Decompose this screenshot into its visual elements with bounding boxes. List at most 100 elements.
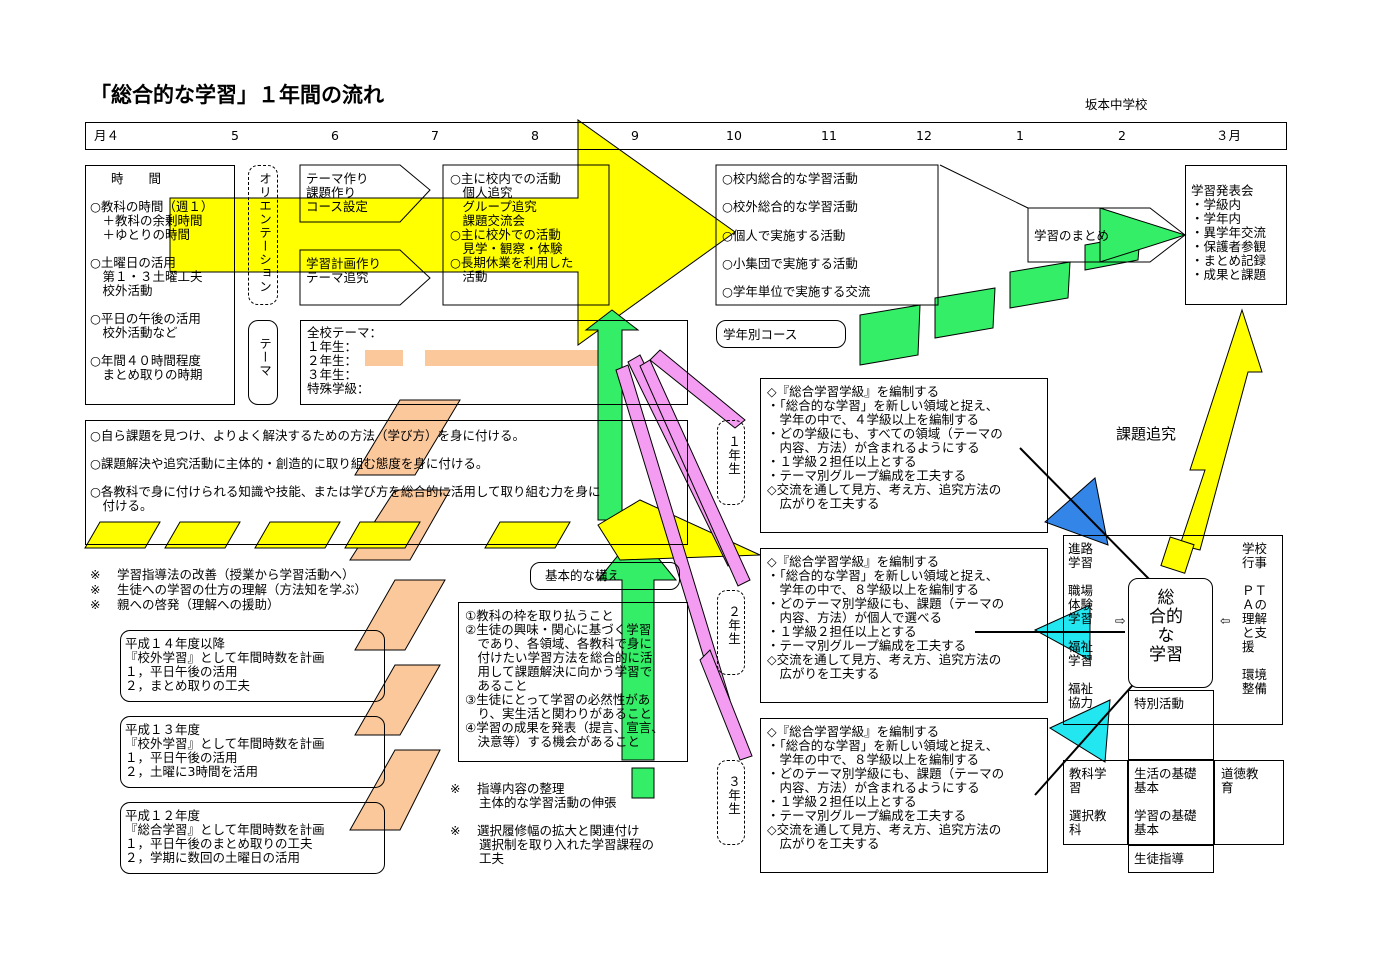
- tokubetsu-text: 特別活動: [1134, 696, 1185, 711]
- page-title: 「総合的な学習」１年間の流れ: [90, 83, 384, 107]
- goal-item: ○各教科で身に付けられる知識や技能、または学び方を総合的に活用して取り組む力を身…: [90, 484, 601, 513]
- related-frame: [1063, 535, 1283, 725]
- center-box: 総 合的 な 学習: [1128, 578, 1213, 688]
- center-text: 総 合的 な 学習: [1149, 588, 1183, 665]
- dotoku-text: 道徳教 育: [1221, 766, 1259, 795]
- seikatsu-text: 生活の基礎 基本 学習の基礎 基本: [1134, 766, 1197, 837]
- month-label: 5: [231, 128, 239, 143]
- month-label: 11: [821, 128, 837, 143]
- seito-box: 生徒指導: [1128, 845, 1214, 873]
- goal-item: ○課題解決や追究活動に主体的・創造的に取り組む態度を身に付ける。: [90, 456, 489, 471]
- peach-bar-2: [425, 350, 605, 366]
- h12-text: 平成１２年度 『総合学習』として年間時数を計画 １，平日午後のまとめ取りの工夫 …: [125, 808, 325, 865]
- peach-para-1: [354, 399, 461, 476]
- summary-shape: [1027, 207, 1186, 263]
- month-label: 2: [1118, 128, 1126, 143]
- peach-bar-1: [365, 350, 403, 366]
- seito-text: 生徒指導: [1134, 851, 1185, 866]
- grade3-label: ３年生: [726, 775, 741, 816]
- school-name: 坂本中学校: [1085, 97, 1148, 112]
- basic-label-box: 基本的な構え: [530, 562, 680, 590]
- orientation-box: オリエンテーション: [248, 165, 278, 305]
- month-bar: 月４ 5 6 7 8 9 10 11 12 1 2 ３月: [85, 122, 1287, 150]
- green-para-1: [859, 304, 921, 366]
- peach-para-5: [349, 749, 441, 831]
- h13-box: 平成１３年度 『校外学習』として年間時数を計画 １，平日午後の活用 ２，土曜に3…: [120, 716, 385, 788]
- green-para-2: [934, 287, 996, 339]
- presentation-box: 学習発表会 ・学級内 ・学年内 ・異学年交流 ・保護者参観 ・まとめ記録 ・成果…: [1185, 165, 1287, 305]
- basic-box: ①教科の枠を取り払うこと ②生徒の興味・関心に基づく学習 であり、各領域、各教科…: [458, 602, 688, 762]
- month-label: 8: [531, 128, 539, 143]
- summer-item: ○個人で実施する活動: [722, 228, 846, 243]
- main-yellow-arrow: [169, 119, 736, 346]
- grade3-text: ◇『総合学習学級』を編制する ・「総合的な学習」を新しい領域と捉え、 学年の中で…: [767, 724, 1005, 851]
- grade3-box: ◇『総合学習学級』を編制する ・「総合的な学習」を新しい領域と捉え、 学年の中で…: [760, 718, 1048, 873]
- grade3-pill: ３年生: [717, 760, 745, 845]
- time-box: 時 間 ○教科の時間（週１） ＋教科の余剰時間 ＋ゆとりの時間 ○土曜日の活用 …: [85, 165, 235, 405]
- yellow-up-arrow: [1179, 308, 1263, 551]
- month-label: 6: [331, 128, 339, 143]
- notes2-text: ※ 指導内容の整理 主体的な学習活動の伸張 ※ 選択履修幅の拡大と関連付け 選択…: [450, 781, 654, 866]
- yellow-para-3: [254, 521, 341, 549]
- cyan-triangle-2: [1048, 699, 1111, 763]
- activities-text: ○主に校内での活動 個人追究 グループ追究 課題交流会 ○主に校外での活動 見学…: [450, 171, 574, 284]
- basic-text: ①教科の枠を取り払うこと ②生徒の興味・関心に基づく学習 であり、各領域、各教科…: [465, 608, 664, 749]
- month-label: 7: [431, 128, 439, 143]
- h13-text: 平成１３年度 『校外学習』として年間時数を計画 １，平日午後の活用 ２，土曜に3…: [125, 722, 325, 779]
- green-down-arrow: [584, 309, 640, 521]
- yellow-para-5: [484, 521, 571, 549]
- goals-box: ○自ら課題を見つけ、よりよく解決するための方法（学び方）を身に付ける。 ○課題解…: [85, 420, 688, 545]
- pink-arrow-5: [699, 649, 753, 761]
- kyoka-box: 教科学 習 選択教 科: [1063, 760, 1128, 845]
- green-stub: [631, 767, 655, 799]
- month-label: 1: [1016, 128, 1024, 143]
- kadai-box: 課題追究: [1105, 418, 1231, 448]
- grade2-text: ◇『総合学習学級』を編制する ・「総合的な学習」を新しい領域と捉え、 学年の中で…: [767, 554, 1005, 681]
- grade1-box: ◇『総合学習学級』を編制する ・「総合的な学習」を新しい領域と捉え、 学年の中で…: [760, 378, 1048, 533]
- grade-course-box: 学年別コース: [716, 320, 846, 348]
- yellow-stub: [1160, 536, 1195, 574]
- goal-item: ○自ら課題を見つけ、よりよく解決するための方法（学び方）を身に付ける。: [90, 428, 526, 443]
- green-para-3: [1009, 261, 1071, 309]
- grade2-box: ◇『総合学習学級』を編制する ・「総合的な学習」を新しい領域と捉え、 学年の中で…: [760, 548, 1048, 703]
- orientation-text: オリエンテーション: [257, 172, 272, 294]
- grade1-text: ◇『総合学習学級』を編制する ・「総合的な学習」を新しい領域と捉え、 学年の中で…: [767, 384, 1003, 511]
- arrow-left: ⇨: [1115, 613, 1126, 628]
- tokubetsu-box: 特別活動: [1128, 690, 1214, 760]
- summary-label: 学習のまとめ: [1034, 228, 1110, 243]
- h12-box: 平成１２年度 『総合学習』として年間時数を計画 １，平日午後のまとめ取りの工夫 …: [120, 802, 385, 874]
- summer-item: ○校内総合的な学習活動: [722, 171, 858, 186]
- summer-item: ○学年単位で実施する交流: [722, 284, 871, 299]
- month-label: 月４: [94, 128, 120, 143]
- kadai-text: 課題追究: [1116, 425, 1177, 443]
- grade2-pill: ２年生: [717, 590, 745, 675]
- month-label: 12: [916, 128, 932, 143]
- grade1-label: １年生: [726, 435, 741, 476]
- theme-box: テーマ: [248, 320, 278, 405]
- month-label: 9: [631, 128, 639, 143]
- green-triangle: [1099, 207, 1187, 263]
- presentation-text: 学習発表会 ・学級内 ・学年内 ・異学年交流 ・保護者参観 ・まとめ記録 ・成果…: [1191, 183, 1267, 282]
- note-item: ※ 生徒への学習の仕方の理解（方法知を学ぶ）: [90, 582, 367, 597]
- summer-item: ○校外総合的な学習活動: [722, 199, 858, 214]
- time-lines: ○教科の時間（週１） ＋教科の余剰時間 ＋ゆとりの時間 ○土曜日の活用 第１・３…: [90, 199, 214, 382]
- yellow-para-2: [164, 521, 241, 549]
- time-header: 時 間: [111, 171, 162, 186]
- summer-item: ○小集団で実施する活動: [722, 256, 858, 271]
- plan-text: 学習計画作り テーマ追究: [306, 256, 382, 285]
- school-theme-text: 全校テーマ： １年生： ２年生： ３年生： 特殊学級：: [307, 325, 383, 396]
- yellow-para-1: [84, 521, 161, 549]
- grade-course-text: 学年別コース: [723, 327, 798, 342]
- yellow-para-4: [344, 521, 421, 549]
- h14-box: 平成１４年度以降 『校外学習』として年間時数を計画 １，平日午後の活用 ２，まと…: [120, 630, 385, 702]
- note-item: ※ 親への啓発（理解への援助）: [90, 597, 280, 612]
- month-label: ３月: [1216, 128, 1242, 143]
- school-theme-box: 全校テーマ： １年生： ２年生： ３年生： 特殊学級：: [300, 320, 688, 405]
- seikatsu-box: 生活の基礎 基本 学習の基礎 基本: [1128, 760, 1214, 845]
- side-left-text: 進路 学習 職場 体験 学習 福祉 学習 福祉 協力: [1068, 541, 1094, 710]
- grade1-pill: １年生: [717, 420, 745, 505]
- grade2-label: ２年生: [726, 605, 741, 646]
- note-item: ※ 学習指導法の改善（授業から学習活動へ）: [90, 567, 355, 582]
- kyoka-text: 教科学 習 選択教 科: [1069, 766, 1107, 837]
